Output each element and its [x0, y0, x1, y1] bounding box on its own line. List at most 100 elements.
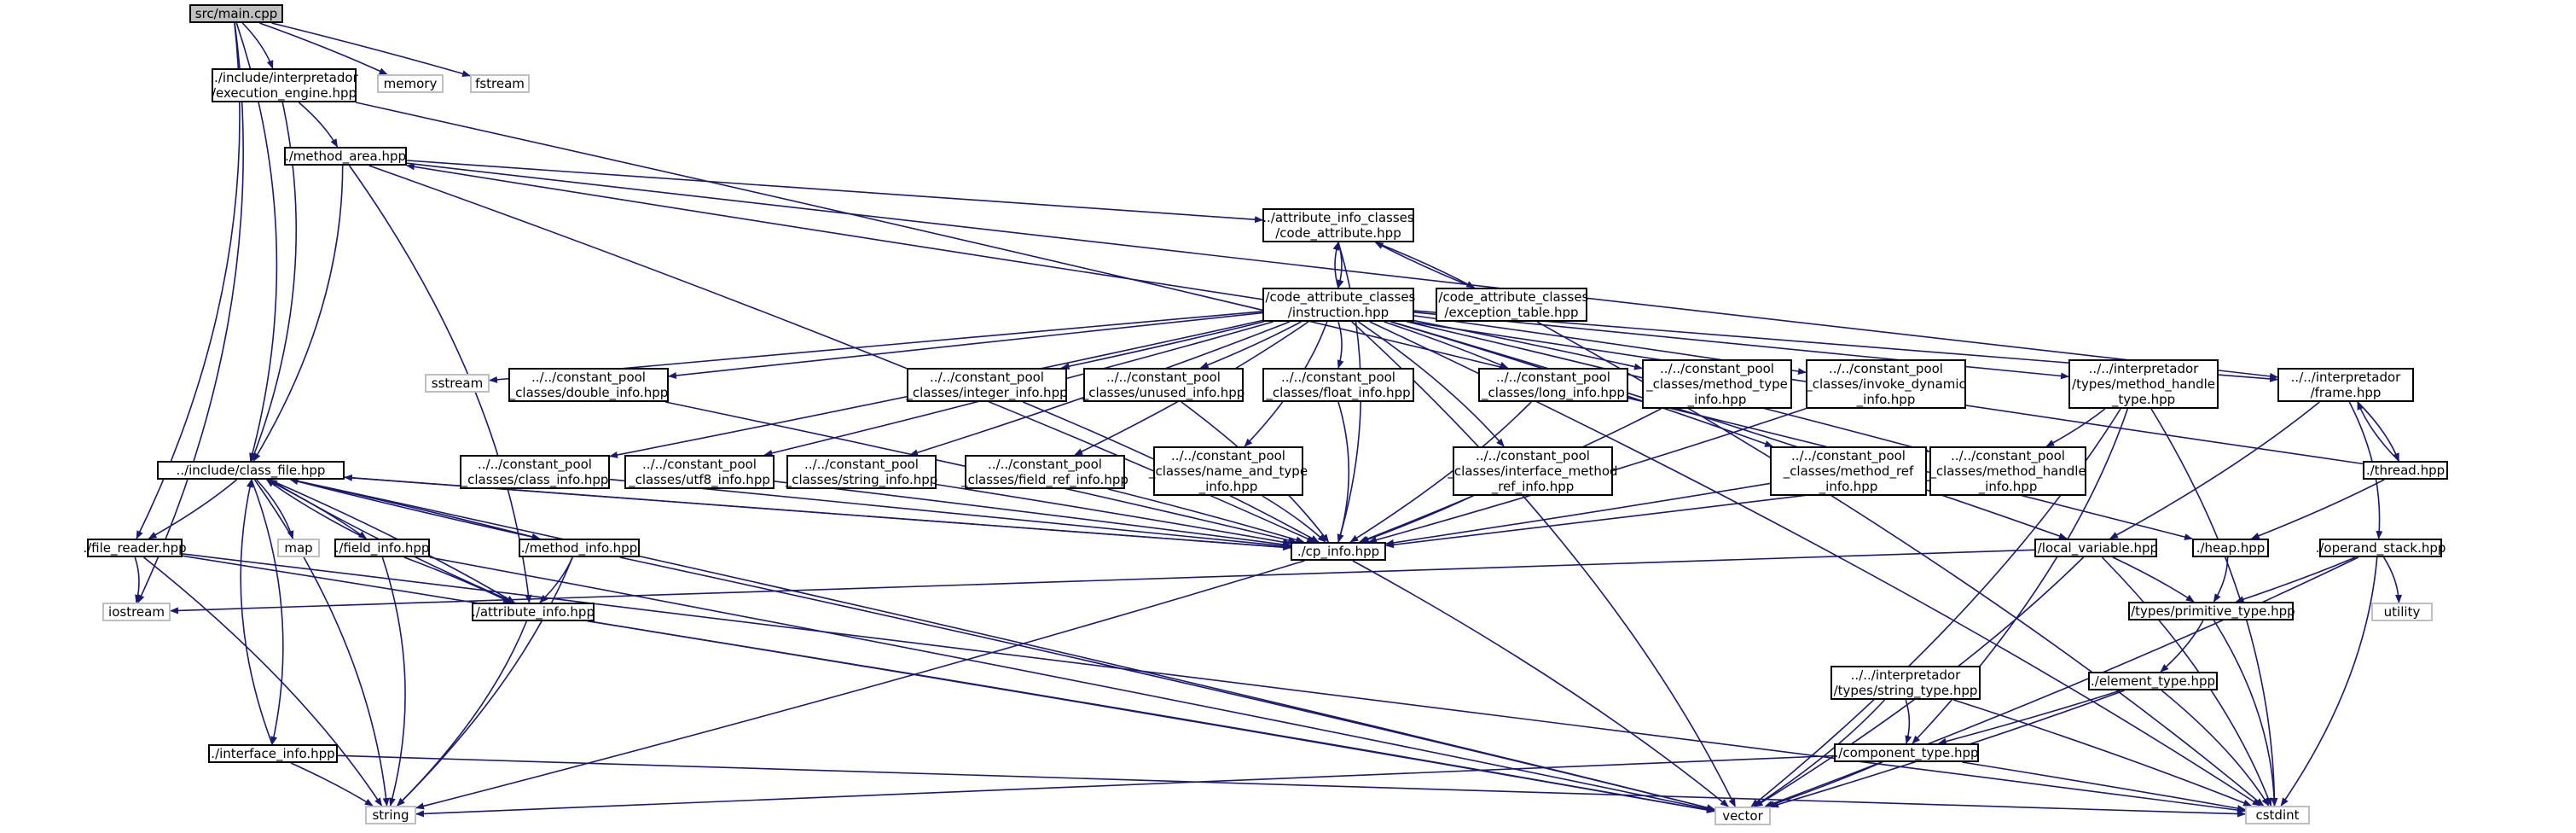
node-main[interactable]: src/main.cpp: [189, 4, 283, 23]
node-component-type[interactable]: ./component_type.hpp: [1834, 743, 1979, 762]
node-label: _classes/field_ref_info.hpp: [961, 472, 1128, 487]
node-local-variable[interactable]: ./local_variable.hpp: [2033, 539, 2159, 557]
edge-file-reader-to-iostream: [134, 556, 142, 603]
node-label: /instruction.hpp: [1287, 305, 1390, 320]
node-class-file[interactable]: ../include/class_file.hpp: [157, 461, 345, 480]
node-label: utility: [2383, 604, 2421, 620]
node-label: _info.hpp: [1687, 392, 1747, 407]
node-label: ../../interpretador: [2088, 361, 2199, 376]
node-label: _classes/unused_info.hpp: [1082, 385, 1245, 400]
node-method-ref-info[interactable]: ../../constant_pool_classes/method_ref_i…: [1770, 446, 1927, 496]
node-label: ../../constant_pool: [478, 457, 592, 472]
node-method-handle-info[interactable]: ../../constant_pool_classes/method_handl…: [1929, 446, 2086, 496]
node-label: ../../constant_pool: [930, 370, 1044, 385]
edge-instruction-to-unused-info: [1199, 321, 1302, 369]
node-heap[interactable]: ./heap.hpp: [2192, 539, 2269, 557]
node-frame[interactable]: ../../interpretador/frame.hpp: [2277, 368, 2414, 402]
node-map[interactable]: map: [277, 539, 320, 557]
edge-cp-info-to-string: [415, 560, 1305, 810]
edge-file-reader-to-cstdint: [182, 553, 2246, 814]
node-method-info[interactable]: ./method_info.hpp: [519, 539, 640, 557]
node-label: ./component_type.hpp: [1834, 745, 1979, 760]
node-integer-info[interactable]: ../../constant_pool_classes/integer_info…: [906, 368, 1068, 402]
node-label: memory: [383, 76, 438, 91]
node-label: ../../constant_pool: [642, 457, 757, 472]
node-name-and-type[interactable]: ../../constant_pool_classes/name_and_typ…: [1149, 446, 1308, 496]
edge-method-ref-info-to-cp-info: [1385, 482, 1771, 546]
node-code-attr[interactable]: ../attribute_info_classes/code_attribute…: [1262, 208, 1414, 242]
edge-method-info-to-vector: [619, 556, 1715, 812]
node-iostream[interactable]: iostream: [102, 603, 171, 621]
node-unused-info[interactable]: ../../constant_pool_classes/unused_info.…: [1082, 368, 1245, 402]
edge-field-info-to-vector: [429, 556, 1715, 813]
node-label: _classes/double_info.hpp: [508, 385, 669, 400]
node-label: ../../constant_pool: [1791, 448, 1906, 463]
node-field-info[interactable]: ./field_info.hpp: [334, 539, 430, 557]
node-label: ../../interpretador: [1850, 667, 1961, 683]
node-exec[interactable]: ../include/interpretador/execution_engin…: [210, 68, 358, 102]
node-interface-method-ref[interactable]: ../../constant_pool_classes/interface_me…: [1448, 446, 1618, 496]
node-interface-info[interactable]: ./interface_info.hpp: [208, 744, 338, 763]
edge-instruction-to-integer-info: [1060, 321, 1264, 370]
node-file-reader[interactable]: ./file_reader.hpp: [83, 539, 187, 557]
node-class-info[interactable]: ../../constant_pool_classes/class_info.h…: [460, 455, 610, 489]
edge-component-type-to-cstdint: [1962, 761, 2246, 812]
node-double-info[interactable]: ../../constant_pool_classes/double_info.…: [508, 368, 669, 402]
node-field-ref-info[interactable]: ../../constant_pool_classes/field_ref_in…: [961, 455, 1128, 489]
node-label: ../include/class_file.hpp: [176, 463, 326, 478]
edge-operand-stack-to-vector: [1764, 556, 2359, 807]
edge-class-file-to-field-info: [266, 479, 368, 539]
edge-class-file-to-file-reader: [148, 479, 238, 539]
node-label: ../../constant_pool: [1476, 448, 1590, 463]
edge-string-type-to-component-type: [1905, 699, 1912, 744]
edge-float-info-to-cp-info: [1337, 401, 1350, 543]
edge-interface-info-to-cstdint: [337, 754, 2246, 818]
node-utf8-info[interactable]: ../../constant_pool_classes/utf8_info.hp…: [624, 455, 775, 489]
node-label: _classes/long_info.hpp: [1482, 385, 1625, 400]
node-label: ./local_variable.hpp: [2033, 540, 2159, 556]
edge-operand-stack-to-cstdint: [2280, 556, 2378, 807]
edge-main-to-memory: [259, 22, 388, 75]
node-string-info[interactable]: ../../constant_pool_classes/string_info.…: [786, 455, 937, 489]
node-vector[interactable]: vector: [1714, 807, 1771, 825]
node-label: ./cp_info.hpp: [1297, 544, 1380, 559]
edge-utf8-info-to-cp-info: [774, 481, 1291, 548]
node-label: cstdint: [2255, 807, 2300, 823]
node-label: ./element_type.hpp: [2091, 673, 2216, 689]
node-string[interactable]: string: [365, 806, 416, 824]
node-operand-stack[interactable]: ./operand_stack.hpp: [2316, 539, 2445, 557]
node-invoke-dynamic[interactable]: ../../constant_pool_classes/invoke_dynam…: [1806, 359, 1966, 409]
node-float-info[interactable]: ../../constant_pool_classes/float_info.h…: [1262, 368, 1414, 402]
node-primitive-type[interactable]: ./types/primitive_type.hpp: [2126, 602, 2295, 620]
edge-string-type-to-vector: [1753, 699, 1886, 807]
node-thread[interactable]: ./thread.hpp: [2363, 461, 2448, 480]
edge-field-info-to-attribute-info: [403, 556, 512, 603]
node-utility[interactable]: utility: [2371, 603, 2433, 621]
node-label: _classes/name_and_type: [1148, 463, 1308, 479]
node-method-type-info[interactable]: ../../constant_pool_classes/method_type_…: [1642, 359, 1792, 409]
node-attribute-info[interactable]: ./attribute_info.hpp: [472, 603, 595, 621]
node-label: _classes/invoke_dynamic: [1806, 376, 1966, 392]
node-long-info[interactable]: ../../constant_pool_classes/long_info.hp…: [1478, 368, 1628, 402]
node-cp-info[interactable]: ./cp_info.hpp: [1291, 542, 1386, 561]
node-instruction[interactable]: ./code_attribute_classes/instruction.hpp: [1262, 288, 1415, 322]
edge-frame-to-thread: [2357, 401, 2400, 462]
node-exception-table[interactable]: ./code_attribute_classes/exception_table…: [1435, 288, 1588, 322]
node-label: _info.hpp: [1198, 479, 1258, 494]
node-label: ../../interpretador: [2290, 370, 2401, 385]
node-method-handle-type[interactable]: ../../interpretador/types/method_handle_…: [2068, 359, 2219, 409]
edge-instruction-to-long-info: [1384, 321, 1509, 369]
node-method-area[interactable]: ./method_area.hpp: [284, 147, 407, 166]
edge-local-variable-to-primitive-type: [2112, 556, 2195, 603]
node-fstream[interactable]: fstream: [470, 74, 530, 93]
edge-class-file-to-interface-info: [251, 479, 284, 745]
node-cstdint[interactable]: cstdint: [2245, 806, 2310, 824]
node-label: _classes/float_info.hpp: [1266, 385, 1411, 400]
node-element-type[interactable]: ./element_type.hpp: [2088, 672, 2218, 690]
edge-primitive-type-to-element-type: [2160, 620, 2204, 673]
node-string-type[interactable]: ../../interpretador/types/string_type.hp…: [1830, 666, 1981, 700]
node-label: fstream: [475, 76, 525, 91]
node-memory[interactable]: memory: [377, 74, 444, 93]
edge-class-file-to-string: [253, 479, 390, 807]
node-sstream[interactable]: sstream: [425, 374, 490, 393]
